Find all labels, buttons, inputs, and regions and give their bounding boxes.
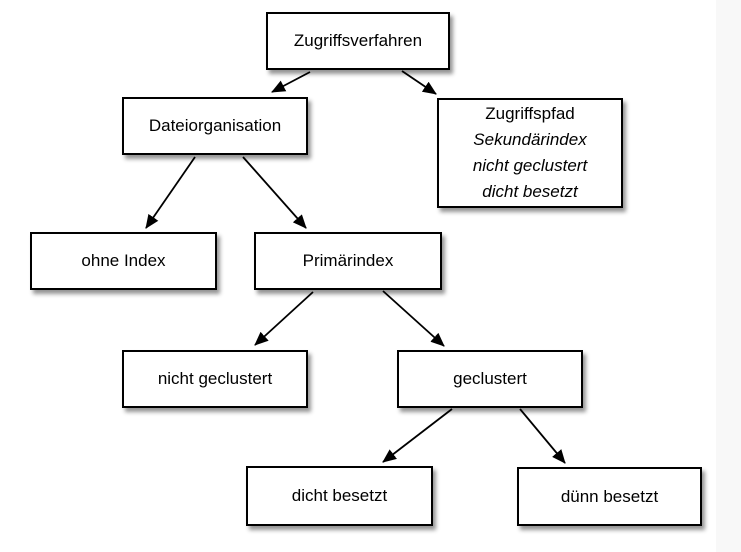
node-dateiorganisation-label: Dateiorganisation <box>148 116 282 135</box>
node-zugriffspfad-line-4: dicht besetzt <box>482 182 578 201</box>
node-zugriffsverfahren: Zugriffsverfahren <box>266 12 450 70</box>
node-ohne-index-label: ohne Index <box>81 251 166 270</box>
node-zugriffspfad-line-2: Sekundärindex <box>473 130 587 149</box>
node-geclustert-label: geclustert <box>453 369 527 388</box>
node-zugriffspfad-line-1: Zugriffspfad <box>485 104 575 123</box>
node-duenn-besetzt: dünn besetzt <box>517 467 702 526</box>
edge-geclustert-dicht-besetzt <box>382 408 453 463</box>
node-nicht-geclustert-label: nicht geclustert <box>157 369 273 388</box>
node-zugriffsverfahren-label: Zugriffsverfahren <box>293 31 423 50</box>
node-dateiorganisation: Dateiorganisation <box>122 97 308 155</box>
right-margin-strip <box>716 0 741 552</box>
node-zugriffspfad-line-3: nicht geclustert <box>472 156 588 175</box>
edge-geclustert-duenn-besetzt <box>519 408 566 464</box>
node-dicht-besetzt: dicht besetzt <box>246 466 433 526</box>
edge-zugriffsverfahren-dateiorganisation <box>271 71 311 93</box>
edge-dateiorganisation-ohne-index <box>145 156 196 229</box>
node-geclustert: geclustert <box>397 350 583 408</box>
edge-primaerindex-geclustert <box>382 290 445 347</box>
node-nicht-geclustert: nicht geclustert <box>122 350 308 408</box>
node-ohne-index: ohne Index <box>30 232 217 290</box>
edge-dateiorganisation-primaerindex <box>242 156 307 229</box>
node-dicht-besetzt-label: dicht besetzt <box>291 486 388 505</box>
node-duenn-besetzt-label: dünn besetzt <box>560 486 659 506</box>
node-primaerindex-label: Primärindex <box>302 251 394 270</box>
edge-zugriffsverfahren-zugriffspfad <box>401 70 437 95</box>
edge-primaerindex-nicht-geclustert <box>254 291 314 346</box>
node-zugriffspfad: Zugriffspfad Sekundärindex nicht geclust… <box>437 98 623 208</box>
node-primaerindex: Primärindex <box>254 232 442 290</box>
